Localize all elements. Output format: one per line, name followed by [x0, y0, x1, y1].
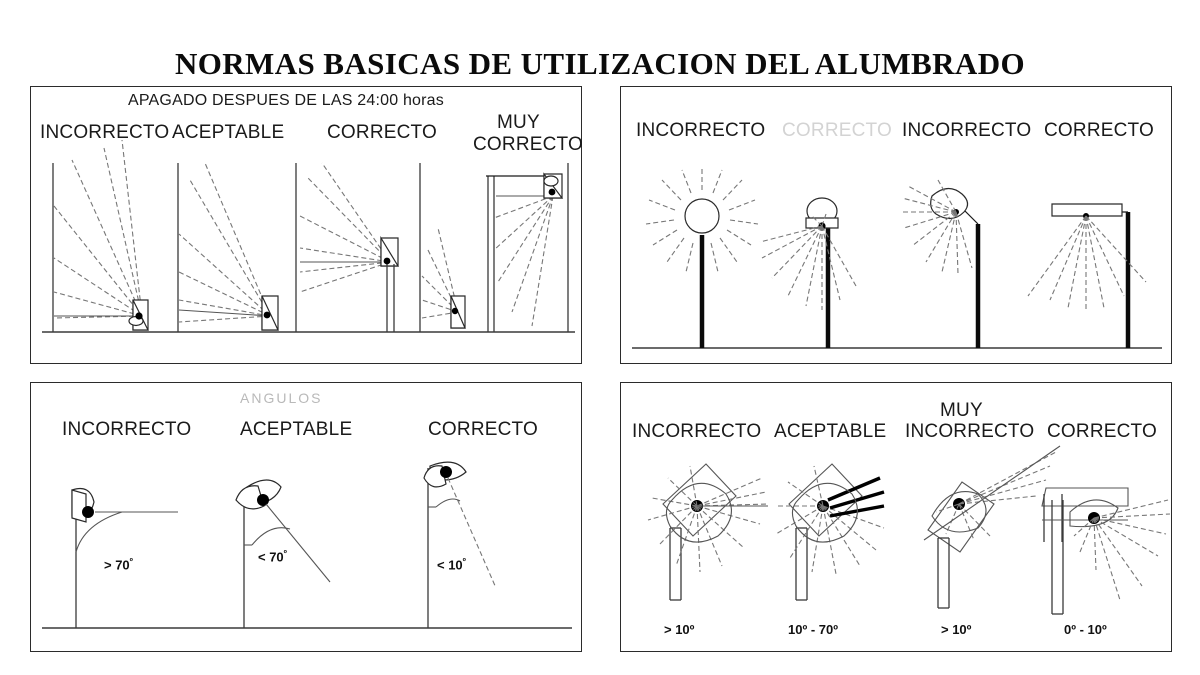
fixture-cell3 [299, 162, 400, 332]
label-aceptable-tl: ACEPTABLE [172, 122, 285, 143]
angle-diagram-2 [235, 479, 331, 628]
angle-value-bl2: < 70º [258, 548, 287, 565]
angle-value-br3: > 10º [941, 622, 972, 637]
angle-value-br4: 0º - 10º [1064, 622, 1107, 637]
label-incorrecto-tl: INCORRECTO [40, 122, 170, 143]
fixture-cell2 [178, 162, 279, 331]
label-incorrecto-tr1: INCORRECTO [636, 120, 766, 141]
label-correcto-tr4: CORRECTO [1044, 120, 1154, 141]
label-correcto-bl: CORRECTO [428, 419, 538, 440]
label-incorrecto-tr3: INCORRECTO [902, 120, 1032, 141]
fixture-cell5 [486, 172, 564, 332]
label-correcto-tl: CORRECTO [327, 122, 437, 143]
label-incorrecto-br1: INCORRECTO [632, 421, 762, 442]
angle-diagram-1 [71, 487, 178, 628]
fixture-cell1 [53, 139, 149, 331]
fixture-cell4 [421, 227, 466, 329]
tilt-diagram-2 [775, 463, 885, 601]
tilt-diagram-1 [647, 463, 769, 601]
panel-apagado [30, 86, 582, 364]
angle-value-br1: > 10º [664, 622, 695, 637]
label-incorrecto-br3: INCORRECTO [905, 421, 1035, 442]
label-incorrecto-bl: INCORRECTO [62, 419, 192, 440]
tilt-diagram-3 [923, 445, 1061, 609]
angle-diagram-3 [423, 461, 497, 628]
lamp-tilted-teardrop [900, 179, 981, 348]
label-muy-tl: MUY [497, 112, 540, 133]
label-aceptable-bl: ACEPTABLE [240, 419, 353, 440]
angle-value-bl1: > 70º [104, 556, 133, 573]
panel-inclinacion [620, 382, 1172, 652]
label-muy-br3: MUY [940, 400, 983, 421]
lamp-globe-360 [645, 168, 759, 348]
panel-angulos [30, 382, 582, 652]
page-title: NORMAS BASICAS DE UTILIZACION DEL ALUMBR… [174, 46, 1026, 81]
label-correcto-br4: CORRECTO [1047, 421, 1157, 442]
lamp-flat-cutoff [1027, 203, 1147, 348]
label-correcto-tr2: CORRECTO [782, 120, 892, 141]
label-muy-correcto-tl: CORRECTO [473, 134, 583, 155]
label-aceptable-br2: ACEPTABLE [774, 421, 887, 442]
apagado-header: APAGADO DESPUES DE LAS 24:00 horas [128, 92, 444, 109]
angle-value-bl3: < 10º [437, 556, 466, 573]
tilt-diagram-4 [1041, 487, 1171, 615]
lamp-globe-shield [759, 197, 857, 348]
angle-value-br2: 10º - 70º [788, 622, 838, 637]
angulos-header: ANGULOS [240, 390, 323, 406]
